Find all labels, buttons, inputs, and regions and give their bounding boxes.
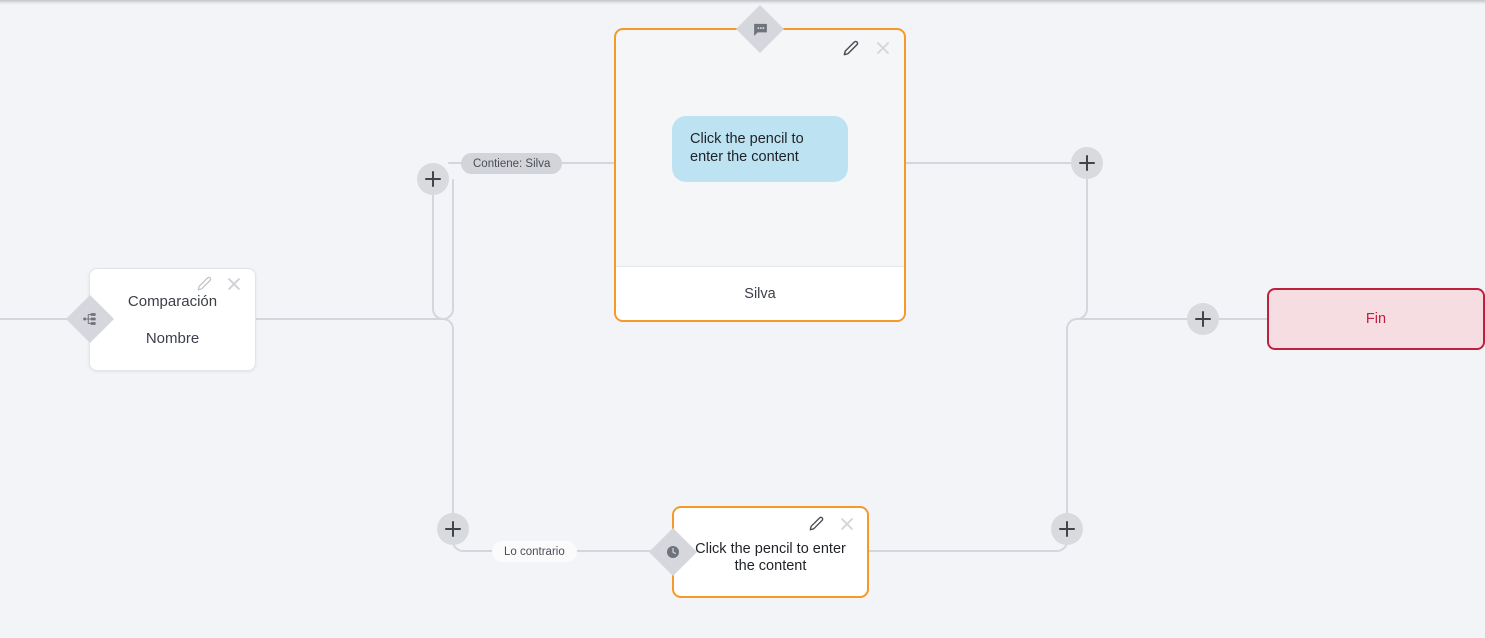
card-delay-tools bbox=[809, 516, 854, 531]
card-delay-text: Click the pencil to enter the content bbox=[695, 541, 846, 575]
close-icon[interactable] bbox=[839, 516, 854, 531]
chat-bubble-icon bbox=[743, 12, 777, 46]
card-delay[interactable]: Click the pencil to enter the content bbox=[672, 506, 869, 598]
edge-label-contains: Contiene: Silva bbox=[461, 153, 563, 174]
close-icon[interactable] bbox=[226, 276, 241, 291]
node-comparison[interactable]: Comparación Nombre bbox=[89, 268, 256, 371]
node-comparison-tools bbox=[197, 276, 241, 291]
node-comparison-title: Comparación bbox=[127, 292, 218, 310]
wire-delay-out bbox=[868, 512, 1068, 552]
pencil-icon[interactable] bbox=[197, 276, 212, 291]
card-message-footer: Silva bbox=[616, 266, 904, 320]
add-node-end[interactable] bbox=[1187, 303, 1219, 335]
card-message-body: Click the pencil to enter the content bbox=[616, 30, 904, 267]
wire-topleft-stub bbox=[432, 179, 444, 320]
node-comparison-badge[interactable] bbox=[65, 294, 115, 344]
clock-icon bbox=[656, 535, 690, 569]
node-comparison-subtitle: Nombre bbox=[145, 329, 200, 347]
wire-end-down bbox=[1066, 318, 1188, 514]
node-end[interactable]: Fin bbox=[1267, 288, 1485, 350]
window-top-edge bbox=[0, 0, 1485, 5]
message-bubble[interactable]: Click the pencil to enter the content bbox=[672, 115, 848, 182]
pencil-icon[interactable] bbox=[843, 40, 859, 56]
card-delay-badge[interactable] bbox=[648, 527, 698, 577]
add-node-top-left[interactable] bbox=[417, 163, 449, 195]
add-node-top-right[interactable] bbox=[1071, 147, 1103, 179]
card-message-tools bbox=[843, 40, 890, 56]
branch-hierarchy-icon bbox=[73, 302, 107, 336]
card-message-badge[interactable] bbox=[735, 4, 785, 54]
edge-label-otherwise: Lo contrario bbox=[492, 541, 577, 562]
wire-compare-up bbox=[253, 179, 454, 320]
pencil-icon[interactable] bbox=[809, 516, 824, 531]
wire-compare-down bbox=[253, 318, 454, 514]
add-node-bottom-left[interactable] bbox=[437, 513, 469, 545]
add-node-bottom-right[interactable] bbox=[1051, 513, 1083, 545]
close-icon[interactable] bbox=[875, 41, 890, 56]
wire-topright-down bbox=[1076, 178, 1188, 320]
card-message[interactable]: Click the pencil to enter the content Si… bbox=[614, 28, 906, 322]
